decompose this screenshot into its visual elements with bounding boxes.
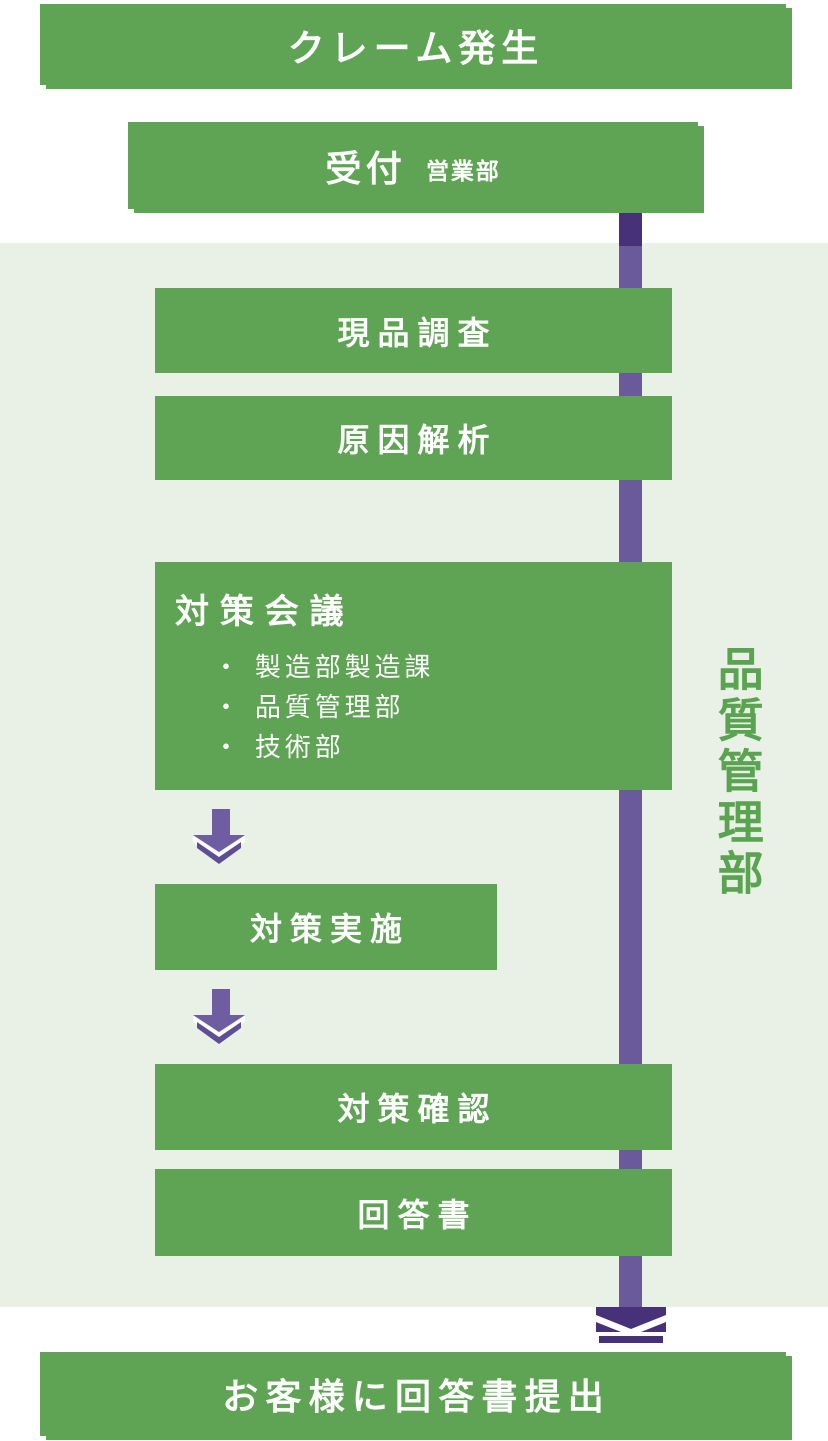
node-submit-response-label: お客様に回答書提出	[222, 1376, 611, 1417]
meeting-member-list: ・製造部製造課 ・品質管理部 ・技術部	[213, 647, 434, 767]
node-response-document: 回答書	[155, 1169, 672, 1256]
node-countermeasure-confirmation-label: 対策確認	[337, 1091, 498, 1127]
node-claim-occurrence-label: クレーム発生	[287, 27, 545, 69]
node-reception-label: 受付	[325, 147, 407, 189]
meeting-member-label: 品質管理部	[254, 691, 405, 722]
node-cause-analysis-label: 原因解析	[337, 422, 498, 458]
node-response-document-label: 回答書	[357, 1196, 478, 1233]
node-countermeasure-implementation: 対策実施	[155, 884, 497, 970]
node-product-inspection: 現品調査	[155, 288, 672, 373]
bullet-icon: ・	[213, 651, 243, 682]
meeting-member-item: ・技術部	[213, 727, 434, 767]
side-label-quality-control-dept: 品質管理部	[711, 645, 764, 900]
bullet-icon: ・	[213, 691, 243, 722]
meeting-member-item: ・品質管理部	[213, 687, 434, 727]
node-product-inspection-label: 現品調査	[337, 314, 498, 351]
bullet-icon: ・	[213, 731, 243, 762]
meeting-member-label: 技術部	[254, 731, 345, 762]
node-countermeasure-confirmation: 対策確認	[155, 1064, 672, 1150]
node-claim-occurrence: クレーム発生	[40, 4, 786, 85]
meeting-member-item: ・製造部製造課	[213, 647, 434, 687]
node-submit-response-to-customer: お客様に回答書提出	[40, 1352, 786, 1436]
node-countermeasure-meeting-label: 対策会議	[175, 593, 355, 631]
node-countermeasure-meeting: 対策会議 ・製造部製造課 ・品質管理部 ・技術部	[155, 562, 672, 790]
node-reception-department: 営業部	[426, 157, 501, 184]
node-cause-analysis: 原因解析	[155, 396, 672, 480]
node-reception: 受付 営業部	[128, 122, 698, 209]
node-countermeasure-implementation-label: 対策実施	[249, 911, 410, 947]
down-arrow-icon	[193, 989, 245, 1044]
meeting-member-label: 製造部製造課	[254, 651, 435, 682]
down-arrow-icon	[193, 809, 245, 864]
double-chevron-down-icon	[596, 1307, 666, 1343]
